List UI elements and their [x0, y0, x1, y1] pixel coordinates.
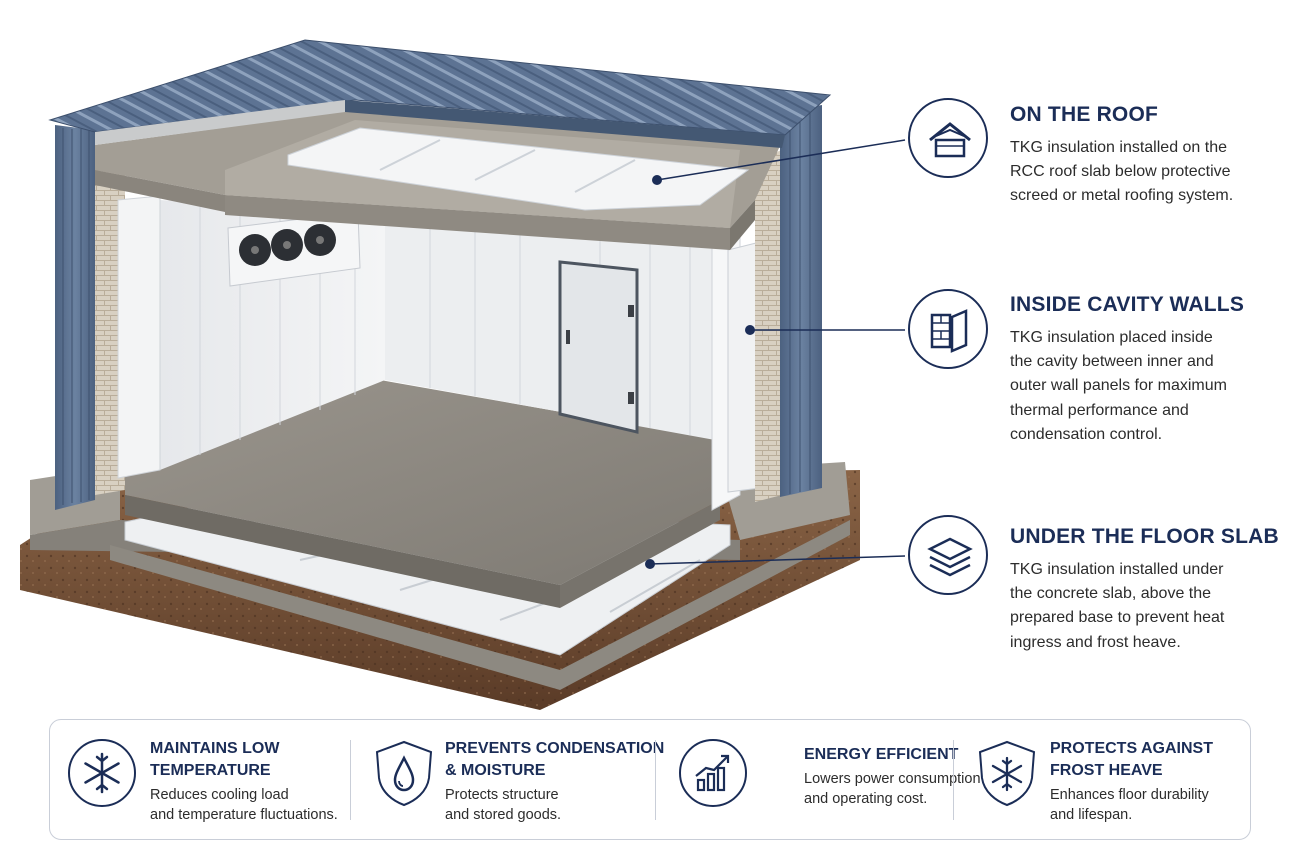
- benefit-title-line: MAINTAINS LOW: [150, 740, 280, 757]
- benefit-title-line: FROST HEAVE: [1050, 762, 1163, 779]
- callout-description: TKG insulation installed on the RCC roof…: [1010, 136, 1280, 209]
- benefit-energy-efficient: ENERGY EFFICIENT Lowers power consumptio…: [658, 720, 981, 841]
- left-cavity-wall-section: [55, 125, 161, 510]
- corrugated-metal-roof: [48, 39, 832, 148]
- benefit-title: PREVENTS CONDENSATION & MOISTURE: [445, 738, 664, 782]
- callout-line: ingress and frost heave.: [1010, 633, 1181, 651]
- callout-description: TKG insulation placed inside the cavity …: [1010, 326, 1280, 447]
- benefit-title-line: PREVENTS CONDENSATION: [445, 740, 665, 757]
- benefit-desc-line: and stored goods.: [445, 807, 562, 823]
- callout-line: prepared base to prevent heat: [1010, 609, 1225, 627]
- callout-line: RCC roof slab below protective: [1010, 163, 1231, 181]
- water-drop-shield-icon: [375, 740, 433, 807]
- callout-line: the cavity between inner and: [1010, 353, 1214, 371]
- benefit-desc-line: and lifespan.: [1050, 807, 1133, 823]
- benefit-desc-line: and operating cost.: [804, 791, 928, 807]
- callout-title: INSIDE CAVITY WALLS: [1010, 293, 1245, 316]
- benefit-desc-line: Lowers power consumption: [804, 771, 981, 787]
- snowflake-icon: [68, 739, 136, 807]
- benefit-description: Reduces cooling load and temperature flu…: [150, 785, 338, 825]
- callout-description: TKG insulation installed under the concr…: [1010, 558, 1280, 655]
- benefit-desc-line: Reduces cooling load: [150, 787, 289, 803]
- right-cavity-wall-section: [711, 105, 822, 511]
- callout-line: TKG insulation installed under: [1010, 561, 1224, 578]
- concrete-floor-slab: [125, 380, 720, 608]
- callout-line: condensation control.: [1010, 425, 1163, 443]
- benefit-desc-line: and temperature fluctuations.: [150, 807, 338, 823]
- benefit-title-line: TEMPERATURE: [150, 762, 271, 779]
- stacked-layers-icon: [908, 515, 988, 595]
- benefit-title-line: ENERGY EFFICIENT: [804, 746, 959, 763]
- benefit-title-line: PROTECTS AGAINST: [1050, 740, 1213, 757]
- benefits-panel: MAINTAINS LOW TEMPERATURE Reduces coolin…: [49, 719, 1251, 840]
- evaporator-cooling-unit: [227, 211, 361, 287]
- benefit-maintains-low-temperature: MAINTAINS LOW TEMPERATURE Reduces coolin…: [50, 720, 350, 841]
- callout-line: TKG insulation placed inside: [1010, 329, 1213, 346]
- benefit-protects-against-frost-heave: PROTECTS AGAINST FROST HEAVE Enhances fl…: [955, 720, 1250, 841]
- roof-insulation-boards: [287, 127, 750, 211]
- wall-leader-line: [745, 325, 905, 335]
- roof-leader-line: [652, 139, 906, 185]
- cold-room-door: [558, 260, 639, 434]
- benefit-description: Lowers power consumption and operating c…: [804, 769, 981, 809]
- benefit-title: PROTECTS AGAINST FROST HEAVE: [1050, 738, 1213, 782]
- brick-wall-panel-icon: [908, 289, 988, 369]
- callout-line: TKG insulation installed on the: [1010, 139, 1228, 156]
- benefit-divider: [655, 740, 656, 820]
- callout-inside-cavity-walls: INSIDE CAVITY WALLS TKG insulation place…: [1010, 292, 1280, 447]
- benefit-title-line: & MOISTURE: [445, 762, 546, 779]
- callout-on-the-roof: ON THE ROOF TKG insulation installed on …: [1010, 102, 1280, 209]
- rising-chart-icon: [679, 739, 747, 807]
- benefit-prevents-condensation: PREVENTS CONDENSATION & MOISTURE Protect…: [352, 720, 664, 841]
- callout-under-the-floor-slab: UNDER THE FLOOR SLAB TKG insulation inst…: [1010, 524, 1280, 655]
- callout-line: the concrete slab, above the: [1010, 585, 1212, 603]
- benefit-title: ENERGY EFFICIENT: [804, 744, 958, 766]
- floor-leader-line: [645, 555, 906, 569]
- benefit-description: Enhances floor durability and lifespan.: [1050, 785, 1209, 825]
- callout-title: ON THE ROOF: [1010, 103, 1159, 126]
- callout-line: outer wall panels for maximum: [1010, 377, 1227, 395]
- benefit-desc-line: Protects structure: [445, 787, 559, 803]
- benefit-divider: [953, 740, 954, 820]
- benefit-title: MAINTAINS LOW TEMPERATURE: [150, 738, 279, 782]
- benefit-description: Protects structure and stored goods.: [445, 785, 561, 825]
- house-roof-icon: [908, 98, 988, 178]
- benefit-divider: [350, 740, 351, 820]
- benefit-desc-line: Enhances floor durability: [1050, 787, 1209, 803]
- callout-title: UNDER THE FLOOR SLAB: [1010, 525, 1279, 548]
- callout-line: thermal performance and: [1010, 401, 1189, 419]
- snowflake-shield-icon: [978, 740, 1036, 807]
- callout-line: screed or metal roofing system.: [1010, 187, 1234, 205]
